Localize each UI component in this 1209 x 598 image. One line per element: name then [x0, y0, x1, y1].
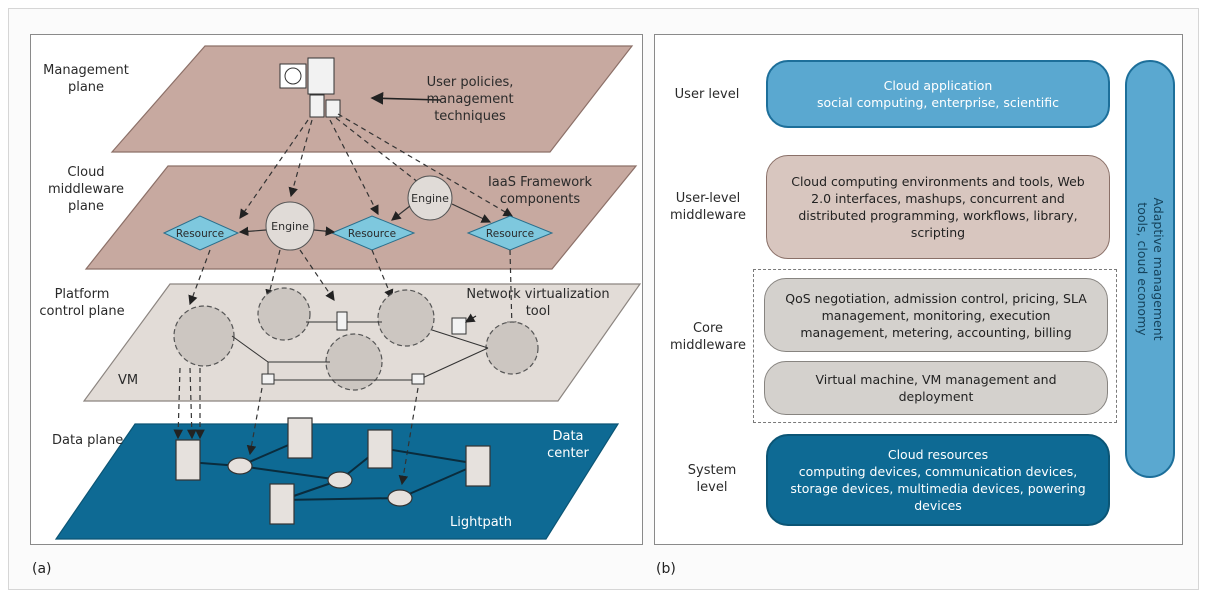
- user-middleware-label: User-level middleware: [669, 191, 747, 223]
- vm-clusters: [173, 287, 539, 391]
- cloud-application-subtitle: social computing, enterprise, scientific: [817, 95, 1059, 110]
- engine-to-resource-arrows: [238, 203, 492, 237]
- lightpath-label: Lightpath: [450, 515, 512, 530]
- engine-label: Engine: [271, 220, 309, 233]
- resource-label: Resource: [348, 228, 396, 240]
- panel-a-label: (a): [32, 561, 52, 577]
- middleware-to-platform-arrows: [188, 249, 517, 332]
- cloud-resources-box: Cloud resources computing devices, commu…: [766, 434, 1110, 526]
- user-policies-arrow: [370, 91, 441, 105]
- user-level-label: User level: [674, 87, 740, 102]
- cloud-resources-subtitle: computing devices, communication devices…: [790, 464, 1086, 513]
- management-server-icon: [279, 57, 341, 118]
- resource-diamond: [466, 215, 554, 251]
- vm-management-box: Virtual machine, VM management and deplo…: [764, 361, 1108, 415]
- core-middleware-group: [753, 269, 1117, 423]
- core-services-text: QoS negotiation, admission control, pric…: [785, 290, 1087, 340]
- resource-diamond: [330, 215, 416, 251]
- engine-node: [407, 175, 453, 221]
- engine-node: [265, 201, 315, 251]
- resource-diamond: [162, 215, 240, 251]
- data-center-servers: [175, 417, 491, 525]
- cloud-application-title: Cloud application: [883, 78, 993, 93]
- cloud-application-box: Cloud application social computing, ente…: [766, 60, 1110, 128]
- platform-to-data-arrows: [173, 367, 419, 486]
- data-plane-label: Data plane: [52, 433, 123, 448]
- system-level-label: System level: [687, 463, 737, 495]
- core-services-box: QoS negotiation, admission control, pric…: [764, 278, 1108, 352]
- user-middleware-box: Cloud computing environments and tools, …: [766, 155, 1110, 259]
- platform-links: [231, 321, 489, 381]
- resource-label: Resource: [486, 228, 534, 240]
- cloud-resources-title: Cloud resources: [887, 447, 989, 462]
- core-middleware-label: Core middleware: [669, 321, 747, 353]
- data-plane-switches: [227, 457, 413, 507]
- adaptive-management-text: Adaptive management tools, cloud economy: [1134, 197, 1166, 340]
- management-plane: [110, 45, 634, 153]
- adaptive-management-line-1: Adaptive management: [1151, 197, 1166, 341]
- resource-label: Resource: [176, 228, 224, 240]
- vm-label: VM: [118, 373, 138, 388]
- management-to-middleware-arrows: [239, 113, 514, 219]
- user-middleware-text: Cloud computing environments and tools, …: [791, 174, 1085, 240]
- vm-management-text: Virtual machine, VM management and deplo…: [815, 372, 1057, 404]
- network-tool-icon: [451, 313, 477, 335]
- platform-switch-icons: [261, 311, 425, 385]
- engine-label: Engine: [411, 192, 449, 205]
- adaptive-management-bar: Adaptive management tools, cloud economy: [1125, 60, 1175, 478]
- panel-b-label: (b): [656, 561, 676, 577]
- adaptive-management-line-2: tools, cloud economy: [1135, 202, 1150, 336]
